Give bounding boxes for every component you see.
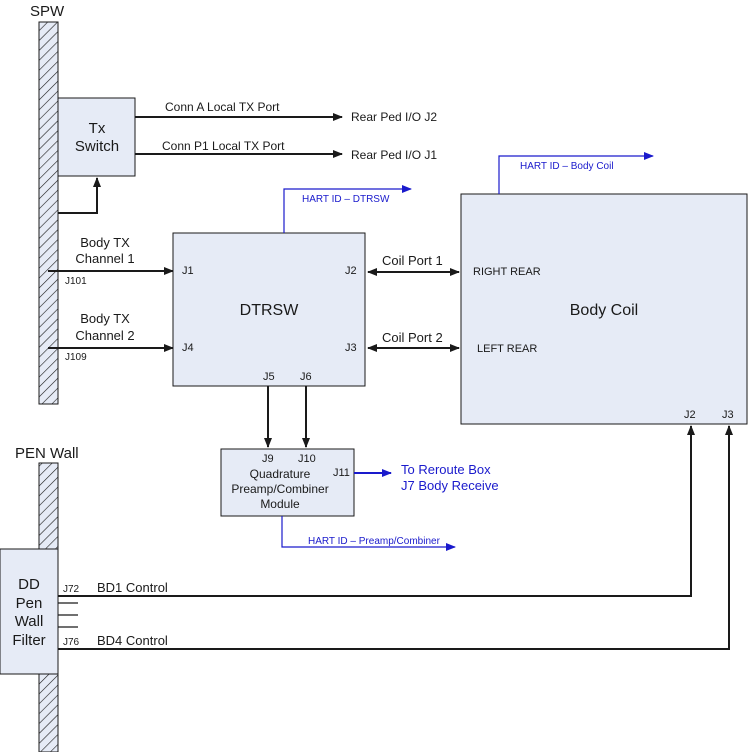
conn-p1-dest: Rear Ped I/O J1 — [351, 148, 437, 162]
body-coil-hart-label: HART ID – Body Coil — [520, 161, 614, 172]
left-rear-label: LEFT REAR — [477, 343, 537, 355]
bd4-control-label: BD4 Control — [97, 633, 168, 648]
dtrsw-j6: J6 — [300, 371, 312, 383]
body-coil-j3: J3 — [722, 409, 734, 421]
spw-label: SPW — [30, 3, 65, 20]
body-coil-j2: J2 — [684, 409, 696, 421]
filter-label-2: Pen — [16, 595, 43, 612]
spw-wall — [38, 21, 59, 405]
coil-port-1-label: Coil Port 1 — [382, 253, 443, 268]
filter-label-1: DD — [18, 576, 40, 593]
body-tx-ch1-label-2: Channel 1 — [75, 251, 134, 266]
right-rear-label: RIGHT REAR — [473, 266, 541, 278]
tx-switch-label-2: Switch — [75, 138, 119, 155]
dtrsw-j5: J5 — [263, 371, 275, 383]
dtrsw-block[interactable] — [172, 232, 366, 387]
body-coil-title: Body Coil — [570, 302, 638, 319]
tx-switch-block[interactable] — [57, 97, 136, 177]
pen-wall-label: PEN Wall — [15, 445, 79, 462]
preamp-j11: J11 — [333, 467, 350, 479]
body-tx-ch2-label-2: Channel 2 — [75, 328, 134, 343]
bd4-control-wire — [58, 425, 733, 650]
dtrsw-title: DTRSW — [240, 302, 300, 319]
preamp-hart-wire — [281, 516, 456, 551]
preamp-combiner-block[interactable] — [220, 448, 355, 517]
filter-label-3: Wall — [15, 613, 44, 630]
filter-label-4: Filter — [12, 632, 45, 649]
conn-a-label: Conn A Local TX Port — [165, 100, 280, 114]
preamp-label-2: Preamp/Combiner — [231, 482, 328, 496]
body-coil-hart-wire — [498, 152, 654, 194]
conn-a-dest: Rear Ped I/O J2 — [351, 110, 437, 124]
preamp-j9: J9 — [262, 453, 274, 465]
bd1-control-wire — [58, 425, 695, 597]
coil-port-2-label: Coil Port 2 — [382, 330, 443, 345]
dtrsw-j3: J3 — [345, 342, 357, 354]
body-coil-block[interactable] — [460, 193, 748, 425]
reroute-dest-1: To Reroute Box — [401, 462, 491, 477]
conn-p1-label: Conn P1 Local TX Port — [162, 139, 285, 153]
preamp-label-3: Module — [260, 497, 300, 511]
j109-label: J109 — [65, 352, 87, 363]
body-tx-ch2-label-1: Body TX — [80, 311, 130, 326]
dtrsw-j4: J4 — [182, 342, 194, 354]
dtrsw-hart-wire — [283, 185, 412, 233]
dtrsw-hart-label: HART ID – DTRSW — [302, 194, 390, 205]
reroute-dest-2: J7 Body Receive — [401, 478, 499, 493]
j72-label: J72 — [63, 584, 80, 595]
tx-switch-label-1: Tx — [89, 120, 106, 137]
dtrsw-j2: J2 — [345, 265, 357, 277]
j76-label: J76 — [63, 637, 80, 648]
spw-to-tx-switch-wire — [58, 177, 101, 214]
body-tx-ch1-label-1: Body TX — [80, 235, 130, 250]
dd-pen-wall-filter-block[interactable] — [0, 548, 59, 675]
dtrsw-j1: J1 — [182, 265, 194, 277]
preamp-label-1: Quadrature — [250, 467, 311, 481]
preamp-j10: J10 — [298, 453, 316, 465]
j101-label: J101 — [65, 276, 87, 287]
bd1-control-label: BD1 Control — [97, 580, 168, 595]
preamp-hart-label: HART ID – Preamp/Combiner — [308, 536, 441, 547]
